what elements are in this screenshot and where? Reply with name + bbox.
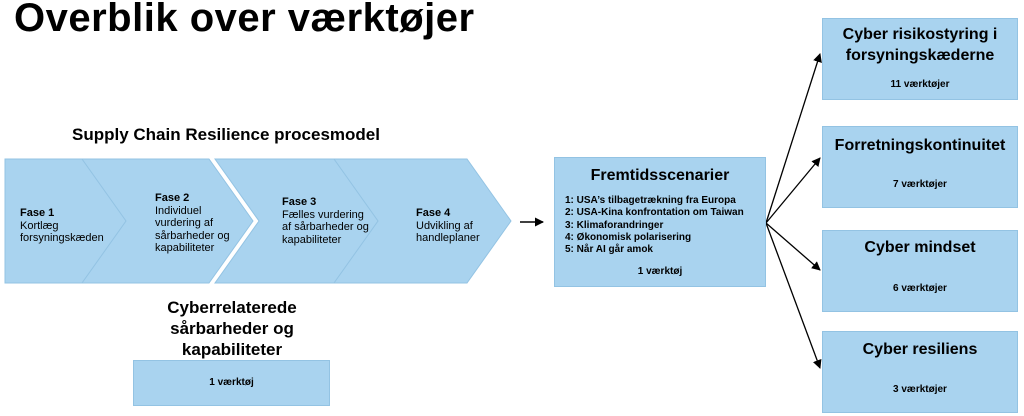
category-cyber-resilience-box[interactable]: Cyber resiliens 3 værktøjer bbox=[822, 331, 1018, 413]
process-chevrons bbox=[4, 158, 512, 284]
category-business-continuity-title: Forretningskontinuitet bbox=[834, 137, 1006, 154]
category-cyber-risk-title: Cyber risikostyring i forsyningskæderne bbox=[842, 26, 998, 64]
scenario-item: 3: Klimaforandringer bbox=[565, 219, 664, 231]
arrow-to-cyber-resilience bbox=[765, 222, 822, 369]
phase-4-chevron[interactable] bbox=[333, 158, 512, 284]
category-business-continuity-box[interactable]: Forretningskontinuitet 7 værktøjer bbox=[822, 126, 1018, 208]
category-cyber-mindset-title: Cyber mindset bbox=[864, 239, 976, 256]
scenario-list: 1: USA’s tilbagetrækning fra Europa 2: U… bbox=[565, 195, 744, 256]
scenario-item: 1: USA’s tilbagetrækning fra Europa bbox=[565, 195, 736, 206]
phase-2-description: Individuel vurdering af sårbarheder og k… bbox=[155, 204, 230, 255]
scenario-item: 2: USA-Kina konfrontation om Taiwan bbox=[565, 207, 744, 219]
category-cyber-risk-tools: 11 værktøjer bbox=[890, 79, 950, 90]
future-scenarios-title: Fremtidsscenarier bbox=[590, 167, 730, 184]
phase-1-description: Kortlæg forsyningskæden bbox=[20, 219, 104, 245]
cyber-related-tools: 1 værktøj bbox=[209, 377, 254, 388]
future-scenarios-tools: 1 værktøj bbox=[637, 266, 683, 277]
cyber-related-title: Cyberrelaterede sårbarheder og kapabilit… bbox=[167, 298, 297, 359]
future-scenarios-box[interactable]: Fremtidsscenarier 1: USA’s tilbagetrækni… bbox=[554, 157, 766, 287]
cyber-related-box[interactable]: 1 værktøj bbox=[133, 360, 330, 406]
arrow-to-business-continuity bbox=[765, 157, 821, 224]
category-business-continuity-tools: 7 værktøjer bbox=[893, 179, 947, 190]
page-title: Overblik over værktøjer bbox=[14, 0, 475, 40]
phase-4-description: Udvikling af handleplaner bbox=[416, 219, 480, 245]
category-cyber-resilience-title: Cyber resiliens bbox=[862, 341, 978, 358]
phase-4-text: Fase 4 Udvikling af handleplaner bbox=[416, 207, 488, 245]
phase-2-text: Fase 2 Individuel vurdering af sårbarhed… bbox=[155, 192, 240, 255]
phase-1-name: Fase 1 bbox=[20, 207, 55, 219]
category-cyber-risk-box[interactable]: Cyber risikostyring i forsyningskæderne … bbox=[822, 18, 1018, 100]
phase-1-text: Fase 1 Kortlæg forsyningskæden bbox=[20, 207, 130, 245]
phase-4-name: Fase 4 bbox=[416, 207, 451, 219]
scenario-item: 4: Økonomisk polarisering bbox=[565, 231, 692, 243]
phase-3-text: Fase 3 Fælles vurdering af sårbarheder o… bbox=[282, 196, 370, 246]
category-cyber-mindset-box[interactable]: Cyber mindset 6 værktøjer bbox=[822, 230, 1018, 312]
arrow-to-cyber-risk bbox=[765, 53, 822, 224]
arrow-to-cyber-mindset bbox=[765, 222, 821, 271]
phase-3-description: Fælles vurdering af sårbarheder og kapab… bbox=[282, 208, 369, 246]
phase-2-chevron[interactable] bbox=[81, 158, 254, 284]
phase-2-name: Fase 2 bbox=[155, 192, 190, 204]
category-cyber-resilience-tools: 3 værktøjer bbox=[893, 384, 947, 395]
category-cyber-mindset-tools: 6 værktøjer bbox=[893, 283, 947, 294]
phase-3-name: Fase 3 bbox=[282, 196, 317, 208]
scenario-item: 5: Når AI går amok bbox=[565, 244, 653, 256]
process-model-title: Supply Chain Resilience procesmodel bbox=[72, 125, 380, 144]
